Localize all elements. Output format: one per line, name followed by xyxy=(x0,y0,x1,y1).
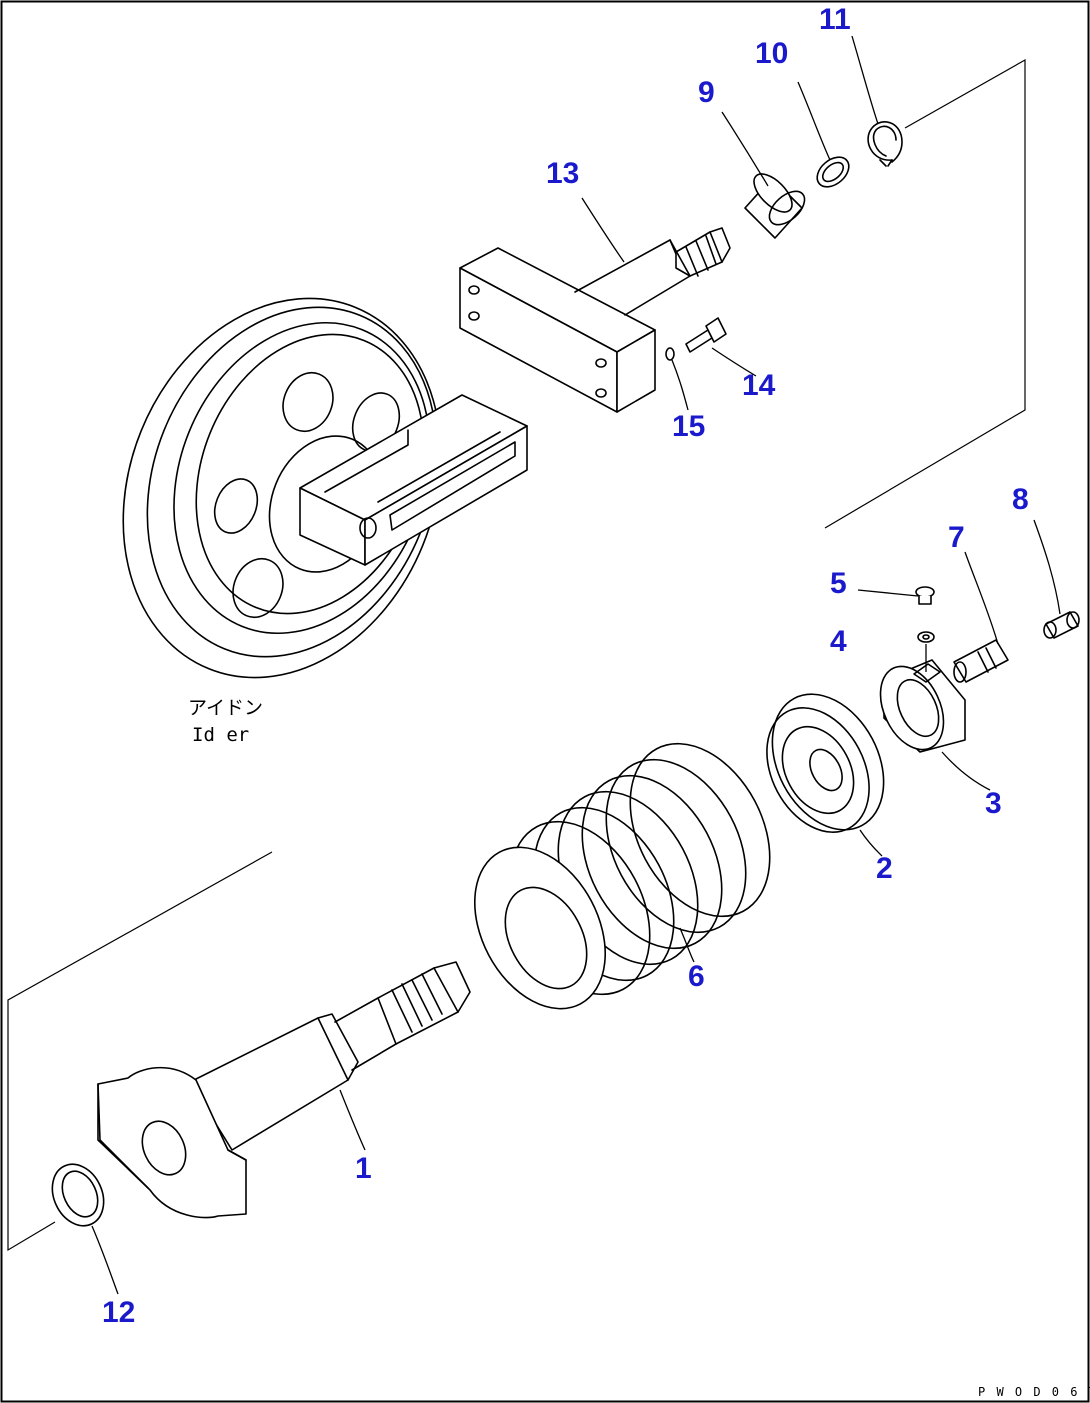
part-7-plug xyxy=(953,639,1009,683)
reference-code: P W O D 0 6 7 xyxy=(978,1385,1090,1399)
part-14-bolt xyxy=(685,317,727,353)
part-8-grease-fitting xyxy=(1043,611,1080,639)
callout-5: 5 xyxy=(830,567,847,600)
callout-7: 7 xyxy=(948,521,965,554)
callout-2: 2 xyxy=(876,852,893,885)
part-12-ring xyxy=(51,1163,105,1227)
part-2-spring-seat xyxy=(766,693,885,833)
callout-9: 9 xyxy=(698,76,715,109)
part-1-rod xyxy=(97,961,471,1219)
lower-plane-outline xyxy=(7,851,273,1252)
part-9-bushing xyxy=(744,173,806,239)
callout-13: 13 xyxy=(546,157,579,190)
callout-12: 12 xyxy=(102,1296,135,1329)
part-3-nut xyxy=(879,659,966,753)
idler-wheel xyxy=(122,297,528,679)
idler-label-jp: アイドン xyxy=(188,697,263,719)
part-10-ring xyxy=(816,156,850,188)
callout-8: 8 xyxy=(1012,483,1029,516)
callout-14: 14 xyxy=(742,369,776,402)
part-5-fitting xyxy=(915,586,935,605)
callout-15: 15 xyxy=(672,410,705,443)
callout-1: 1 xyxy=(355,1152,372,1185)
callout-10: 10 xyxy=(755,37,788,70)
part-13-yoke xyxy=(459,227,731,413)
callout-6: 6 xyxy=(688,960,705,993)
callout-11: 11 xyxy=(819,3,851,36)
callout-4: 4 xyxy=(830,625,847,658)
callouts: 1 2 3 4 5 6 7 8 9 10 11 12 13 14 15 xyxy=(102,3,1029,1329)
part-4-washer xyxy=(917,631,935,643)
leader-lines xyxy=(91,35,1061,1295)
idler-label-en: Id er xyxy=(192,724,249,746)
part-15-washer xyxy=(665,347,675,361)
part-11-snap-ring xyxy=(867,121,903,167)
upper-plane-outline xyxy=(824,58,1026,529)
part-6-spring xyxy=(473,742,771,1010)
callout-3: 3 xyxy=(985,787,1002,820)
